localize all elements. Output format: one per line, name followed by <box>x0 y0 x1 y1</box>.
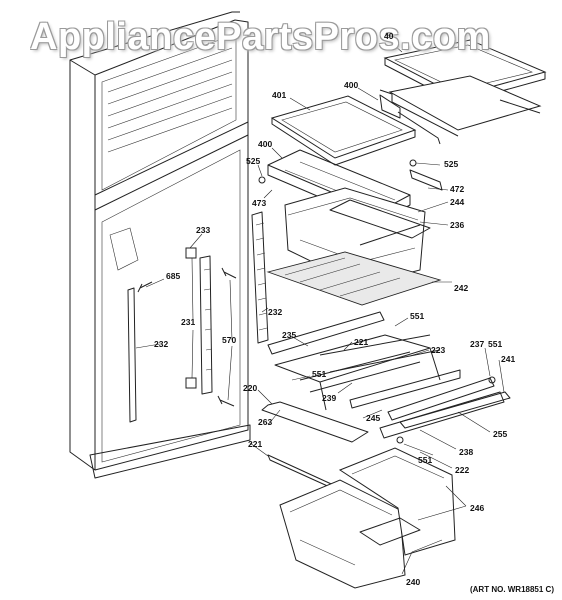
shelf-support-bracket-231 <box>185 247 213 395</box>
callout-255: 255 <box>493 429 508 439</box>
art-number-label: (ART NO. WR18851 C) <box>469 585 554 594</box>
callout-401: 401 <box>272 90 287 100</box>
callout-221-lower: 221 <box>248 439 263 449</box>
callout-400-upper: 400 <box>344 80 359 90</box>
drawer-frame-assembly <box>267 311 461 411</box>
liner-rail-232 <box>127 287 137 423</box>
callout-551-upper: 551 <box>410 311 425 321</box>
callout-220: 220 <box>243 383 258 393</box>
callout-232-right: 232 <box>268 307 283 317</box>
callout-245: 245 <box>366 413 381 423</box>
callout-221-upper: 221 <box>354 337 369 347</box>
callout-525-right: 525 <box>444 159 459 169</box>
callout-222: 222 <box>455 465 470 475</box>
refrigerator-cabinet <box>69 11 251 479</box>
callout-40: 40 <box>384 31 394 41</box>
screw-685 <box>137 281 153 293</box>
shelf-support-rail-232 <box>251 211 269 344</box>
callout-leader-lines <box>135 39 505 575</box>
shelf-401 <box>270 94 441 166</box>
callout-233: 233 <box>196 225 211 235</box>
callout-472: 472 <box>450 184 465 194</box>
screw-570 <box>217 267 237 407</box>
callout-525-left: 525 <box>246 156 261 166</box>
callout-551-right: 551 <box>488 339 503 349</box>
crisper-cover-242 <box>266 251 442 306</box>
callout-551-lower: 551 <box>418 455 433 465</box>
watermark: AppliancePartsPros.com <box>30 16 491 58</box>
callout-238: 238 <box>459 447 474 457</box>
callout-235: 235 <box>282 330 297 340</box>
handle-263 <box>261 401 369 443</box>
callout-551-middle: 551 <box>312 369 327 379</box>
callout-473: 473 <box>252 198 267 208</box>
callout-685: 685 <box>166 271 181 281</box>
callout-231: 231 <box>181 317 196 327</box>
callout-246: 246 <box>470 503 485 513</box>
rail-241 <box>399 391 511 429</box>
callout-223: 223 <box>431 345 446 355</box>
callout-241: 241 <box>501 354 516 364</box>
meat-pan-240 <box>279 447 456 589</box>
callout-263: 263 <box>258 417 273 427</box>
callout-242: 242 <box>454 283 469 293</box>
callout-400-lower: 400 <box>258 139 273 149</box>
callout-237: 237 <box>470 339 485 349</box>
callout-236: 236 <box>450 220 465 230</box>
shelf-40 <box>379 39 547 137</box>
rail-237 <box>379 376 505 444</box>
callout-240: 240 <box>406 577 421 587</box>
callout-239: 239 <box>322 393 337 403</box>
callout-232-left: 232 <box>154 339 169 349</box>
callout-244: 244 <box>450 197 465 207</box>
callout-570: 570 <box>222 335 237 345</box>
